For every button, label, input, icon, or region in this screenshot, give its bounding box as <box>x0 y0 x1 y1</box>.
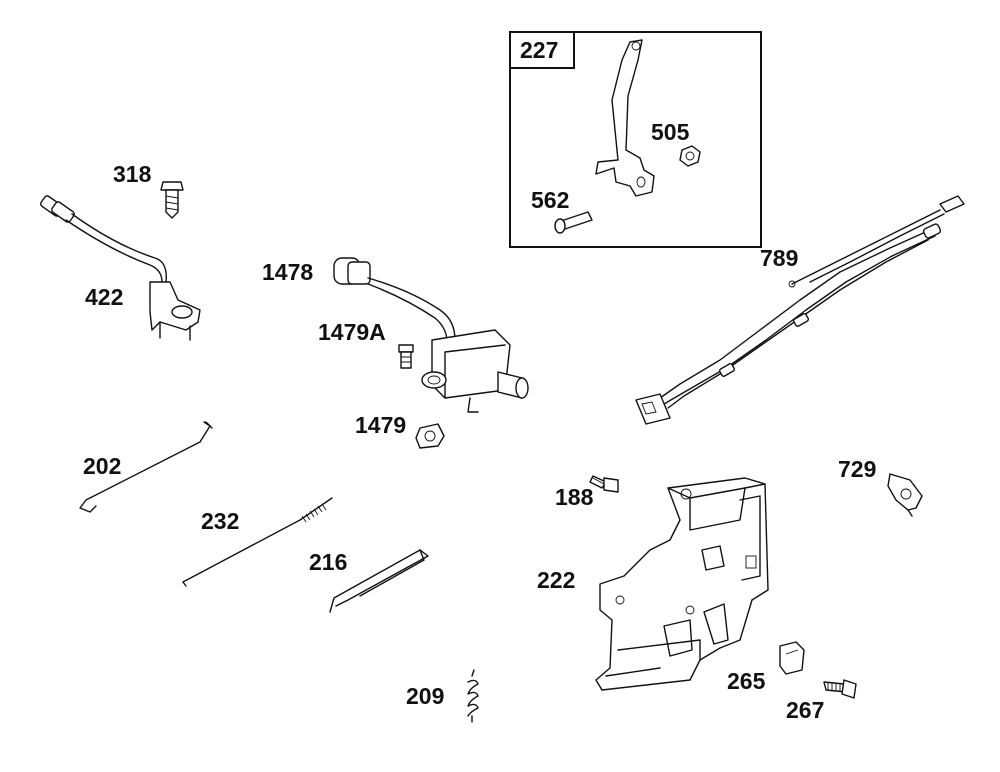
part-1478-solenoid-drawing <box>333 257 529 413</box>
part-422-sensor-drawing <box>40 195 201 341</box>
part-232-cable-drawing <box>182 497 333 587</box>
part-318-bolt-drawing <box>160 181 184 219</box>
part-562-pin-drawing <box>554 211 593 234</box>
part-209-spring-drawing <box>467 669 479 723</box>
label-202: 202 <box>83 453 122 479</box>
label-1479a: 1479A <box>318 319 386 345</box>
part-789-harness-drawing <box>635 195 965 425</box>
label-232: 232 <box>201 508 240 534</box>
label-729: 729 <box>838 456 877 482</box>
part-729-clip-drawing <box>887 473 923 517</box>
inset-227-box <box>509 31 762 248</box>
part-222-bracket-drawing <box>595 477 769 691</box>
part-1479a-fitting-drawing <box>398 344 414 369</box>
label-318: 318 <box>113 161 152 187</box>
inset-227-tag <box>509 31 575 69</box>
part-227-lever-drawing <box>595 39 655 197</box>
label-188: 188 <box>555 484 594 510</box>
label-422: 422 <box>85 284 124 310</box>
label-216: 216 <box>309 549 348 575</box>
part-505-nut-drawing <box>679 145 701 167</box>
label-222: 222 <box>537 567 576 593</box>
part-188-bolt-drawing <box>589 475 619 493</box>
label-505: 505 <box>651 119 690 145</box>
part-267-screw-drawing <box>823 679 857 699</box>
label-1478: 1478 <box>262 259 314 285</box>
label-789: 789 <box>760 245 799 271</box>
label-265: 265 <box>727 668 766 694</box>
part-265-clip-drawing <box>779 641 805 675</box>
label-209: 209 <box>406 683 445 709</box>
part-216-link-drawing <box>329 549 429 613</box>
part-202-rod-drawing <box>79 421 213 513</box>
part-1479-nut-drawing <box>415 423 445 449</box>
label-562: 562 <box>531 187 570 213</box>
label-267: 267 <box>786 697 825 723</box>
label-227: 227 <box>520 37 559 63</box>
label-1479: 1479 <box>355 412 407 438</box>
